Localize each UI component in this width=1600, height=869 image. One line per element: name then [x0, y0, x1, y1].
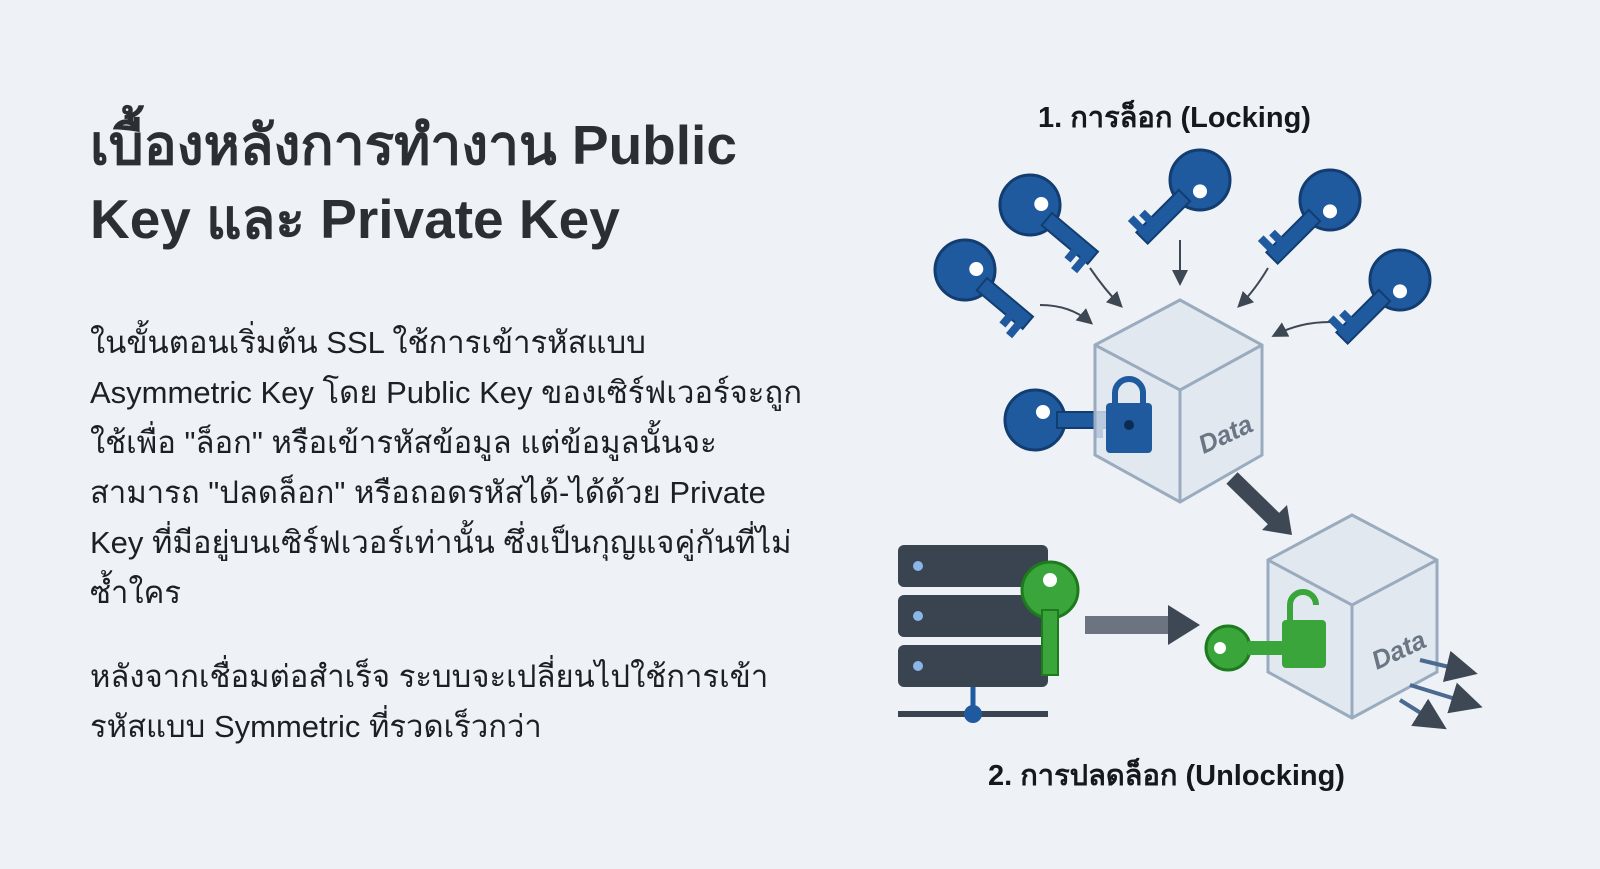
flow-arrow	[1168, 605, 1200, 645]
private-key-icon	[1204, 624, 1293, 672]
public-key-icon	[1119, 136, 1244, 261]
locking-label: 1. การล็อก (Locking)	[1038, 102, 1311, 134]
public-key-icon	[921, 226, 1049, 348]
unlocked-data-box: Data	[1204, 513, 1483, 730]
flow-arrow	[1226, 472, 1281, 526]
page-title: เบื้องหลังการทำงาน Public Key และ Privat…	[90, 114, 737, 250]
lock-icon	[1106, 376, 1152, 453]
private-key-icon	[1020, 560, 1080, 676]
arrows-in	[1039, 240, 1331, 337]
locked-data-box: Data	[1093, 298, 1264, 504]
public-key-icon	[986, 161, 1114, 283]
public-key-icon	[1249, 156, 1374, 281]
intro-paragraph: ในขั้นตอนเริ่มต้น SSL ใช้การเข้ารหัสแบบ …	[90, 325, 802, 610]
unlocking-label: 2. การปลดล็อก (Unlocking)	[988, 760, 1345, 792]
server-icon	[898, 545, 1048, 723]
unlocked-padlock-icon	[1282, 589, 1326, 668]
public-key-icon	[1319, 236, 1444, 361]
symmetric-paragraph: หลังจากเชื่อมต่อสำเร็จ ระบบจะเปลี่ยนไปใช…	[90, 659, 769, 744]
